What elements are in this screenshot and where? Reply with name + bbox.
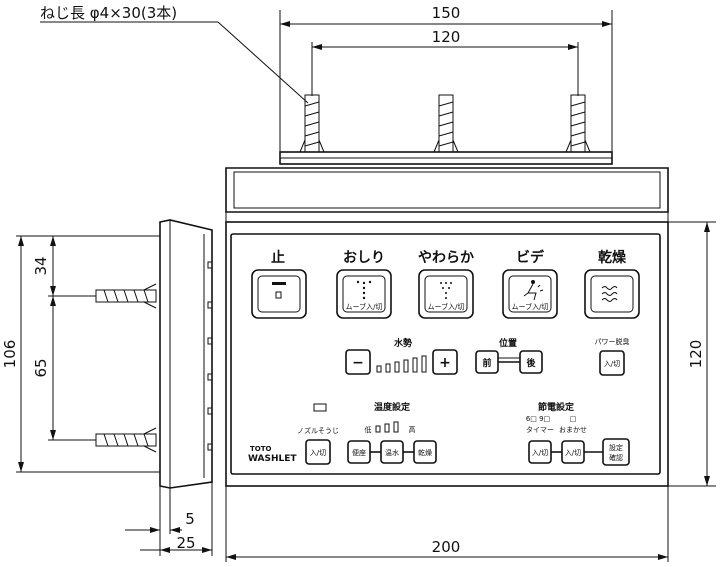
setting-confirm-line1: 設定 <box>609 443 623 452</box>
side-screw-upper <box>95 283 157 309</box>
water-temp-button[interactable]: 温水 <box>380 440 404 464</box>
screw-left <box>299 94 325 153</box>
move-caption-soft: ムーブ入/切 <box>428 302 465 311</box>
soft-spray-icon <box>440 282 452 299</box>
seat-temp-button[interactable]: 便座 <box>347 440 371 464</box>
dry-temp-button[interactable]: 乾燥 <box>413 440 437 464</box>
position-front-button[interactable]: 前 <box>475 350 499 374</box>
label-bidet: ビデ <box>516 249 545 266</box>
label-rear: おしり <box>343 250 385 266</box>
auto-indicator: □ <box>570 415 577 423</box>
dim-left-top: 34 <box>32 256 50 275</box>
front-glyph: 前 <box>482 357 491 369</box>
label-stop: 止 <box>271 249 285 266</box>
side-screw-lower <box>95 427 157 453</box>
dim-top-outer: 150 <box>432 4 461 22</box>
stop-button[interactable] <box>251 269 307 319</box>
nozzle-clean-button[interactable]: 入/切 <box>305 439 331 465</box>
rear-wash-button[interactable]: ムーブ入/切 <box>336 269 392 319</box>
water-pressure-level-indicator <box>376 355 427 373</box>
label-auto: おまかせ <box>559 426 587 434</box>
warm-air-icon <box>601 286 618 302</box>
brand-toto: TOTO <box>250 445 272 453</box>
dim-side-depth: 25 <box>176 534 195 552</box>
warm-water-glyph: 温水 <box>385 448 399 457</box>
move-caption-bidet: ムーブ入/切 <box>512 302 549 311</box>
label-soft: やわらか <box>418 250 474 266</box>
dim-bottom-width: 200 <box>432 538 461 556</box>
position-back-button[interactable]: 後 <box>519 350 543 374</box>
temp-level-indicator <box>375 421 399 433</box>
temp-high: 高 <box>409 425 416 434</box>
screw-note: ねじ長 φ4×30(3本) <box>40 4 177 22</box>
bracket-top-view: 150 120 <box>279 4 613 165</box>
timer-onoff-button[interactable]: 入/切 <box>528 440 552 464</box>
bidet-button[interactable]: ムーブ入/切 <box>502 269 558 319</box>
soft-wash-button[interactable]: ムーブ入/切 <box>418 269 474 319</box>
timer-onoff: 入/切 <box>532 449 548 457</box>
label-temp-setting: 温度設定 <box>374 401 411 413</box>
setting-confirm-button[interactable]: 設定 確認 <box>602 438 630 466</box>
dim-right-height: 120 <box>687 340 705 369</box>
minus-glyph: − <box>352 355 364 371</box>
label-power-save: 節電設定 <box>537 401 575 413</box>
dim-left-mid: 65 <box>32 358 50 377</box>
power-deodorize-onoff: 入/切 <box>604 360 620 368</box>
screw-middle <box>433 94 459 153</box>
seat-glyph: 便座 <box>352 448 366 457</box>
dim-side-small: 5 <box>185 510 195 528</box>
temp-low: 低 <box>365 425 372 434</box>
dim-top-inner: 120 <box>432 28 461 46</box>
nozzle-clean-onoff: 入/切 <box>310 449 326 457</box>
screw-right <box>565 94 591 153</box>
spray-icon <box>356 280 372 300</box>
move-caption-rear: ムーブ入/切 <box>346 302 383 311</box>
setting-confirm-line2: 確認 <box>609 453 623 462</box>
battery-icon <box>313 403 327 412</box>
back-glyph: 後 <box>526 357 536 369</box>
label-power-deodorize: パワー脱臭 <box>595 337 630 346</box>
timer-hours: 6□ 9□ <box>526 415 550 423</box>
auto-onoff-button[interactable]: 入/切 <box>561 440 585 464</box>
label-dry: 乾燥 <box>598 249 627 266</box>
remote-side-view <box>95 219 213 489</box>
label-position: 位置 <box>499 337 517 349</box>
label-timer: タイマー <box>526 425 554 434</box>
bidet-person-icon <box>523 280 544 301</box>
plus-glyph: + <box>439 355 451 371</box>
power-deodorize-button[interactable]: 入/切 <box>599 350 625 376</box>
dim-left-total: 106 <box>1 340 19 369</box>
label-nozzle-clean: ノズルそうじ <box>297 426 339 435</box>
auto-onoff: 入/切 <box>565 449 581 457</box>
brand-washlet: WASHLET <box>248 454 297 464</box>
dry-temp-glyph: 乾燥 <box>418 448 432 457</box>
remote-front-view: 止 おしり やわらか ビデ 乾燥 ムーブ入/切 <box>225 221 669 487</box>
body-top-view <box>225 167 669 222</box>
water-pressure-plus-button[interactable]: + <box>432 349 458 375</box>
label-water-pressure: 水勢 <box>394 337 412 349</box>
dry-button[interactable] <box>584 269 640 319</box>
water-pressure-minus-button[interactable]: − <box>345 349 371 375</box>
